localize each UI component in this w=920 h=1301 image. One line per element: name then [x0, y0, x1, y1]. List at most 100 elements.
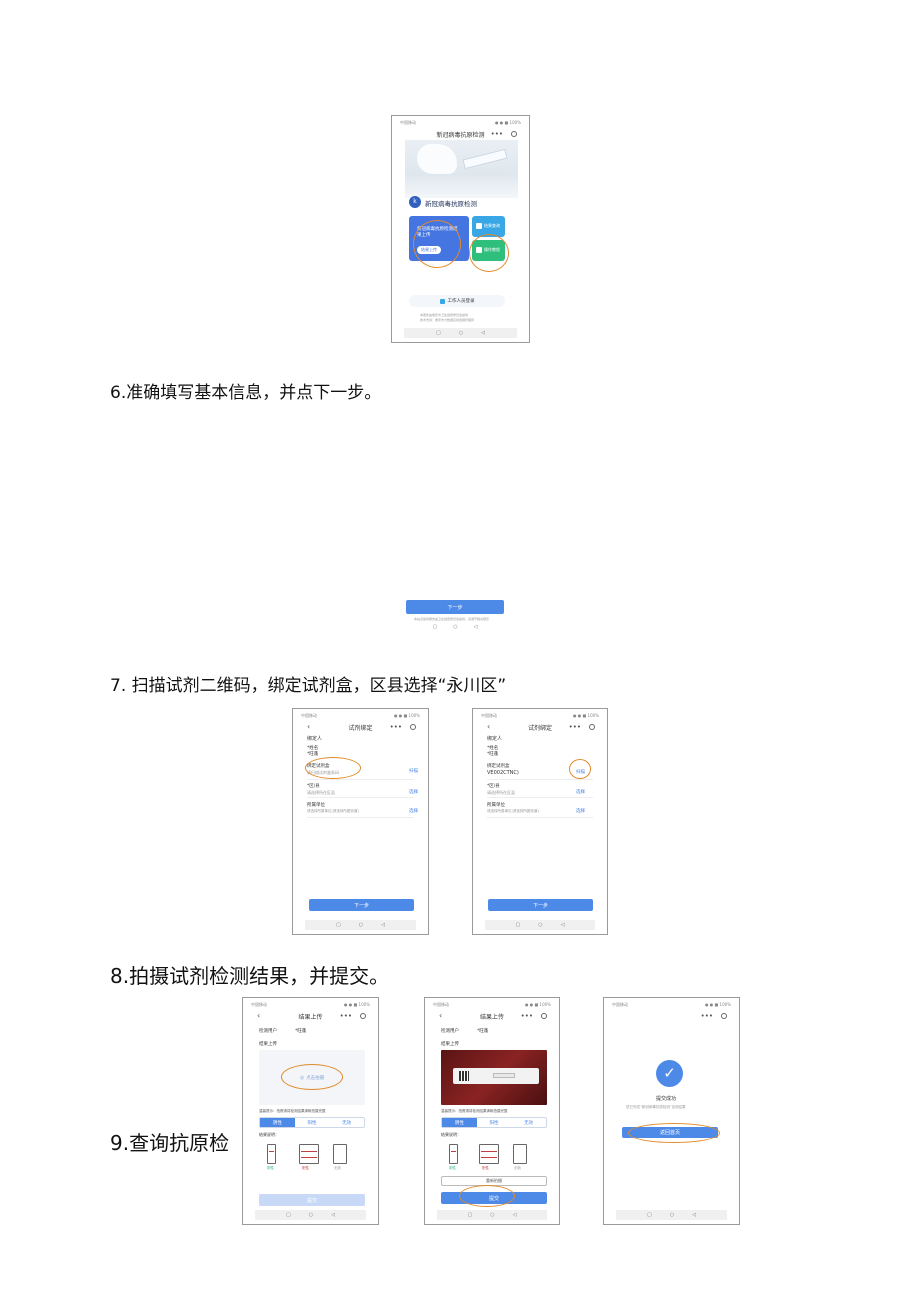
close-target-icon[interactable]	[410, 724, 416, 730]
status-right: ● ● ■ 100%	[524, 1002, 551, 1007]
close-target-icon[interactable]	[511, 131, 517, 137]
option-negative[interactable]: 阴性	[260, 1118, 295, 1127]
close-target-icon[interactable]	[721, 1013, 727, 1019]
option-positive[interactable]: 阳性	[307, 1120, 317, 1126]
option-invalid[interactable]: 无效	[342, 1120, 352, 1126]
unit-input[interactable]: 请选择所属单位(请选择所属街道)	[307, 809, 359, 813]
status-right: ● ● ■ 100%	[393, 713, 420, 718]
phone-screen-submit-success: 中国移动 ● ● ■ 100% ••• ✓ 提交成功 您已完成“新冠病毒抗原检测…	[603, 997, 740, 1225]
option-positive[interactable]: 阳性	[489, 1120, 499, 1126]
upload-label: 结果上传	[441, 1042, 459, 1047]
negative-sample-icon	[267, 1144, 276, 1164]
hint-text: 温馨提示：拍照请将检测结果清晰拍摄完整	[259, 1109, 326, 1113]
home-icon[interactable]: ○	[358, 922, 364, 928]
recent-apps-icon[interactable]: ▢	[515, 922, 521, 928]
kit-value[interactable]: VE002CTNC)	[487, 770, 519, 776]
query-card[interactable]: 结果查询	[472, 216, 505, 237]
status-right: ● ● ■ 100%	[572, 713, 599, 718]
staff-icon	[439, 298, 445, 304]
uploaded-photo[interactable]	[441, 1050, 547, 1105]
district-choose-button[interactable]: 选择	[409, 790, 418, 795]
invalid-sample-icon	[513, 1144, 527, 1164]
status-left: 中国移动	[433, 1002, 449, 1007]
district-label: *区/县	[307, 784, 320, 789]
back-icon[interactable]: ◁	[473, 624, 478, 630]
nav-bar: ‹ 结果上传 •••	[431, 1010, 553, 1022]
legend-positive: 阳性	[302, 1166, 309, 1170]
reference-label: 结果说明：	[259, 1132, 279, 1137]
home-icon[interactable]: ○	[458, 330, 464, 336]
more-icon[interactable]: •••	[389, 723, 402, 731]
legend-negative: 阴性	[267, 1166, 274, 1170]
user-label: 检测用户	[441, 1029, 459, 1034]
unit-input[interactable]: 请选择所属单位(请选择所属街道)	[487, 809, 539, 813]
close-target-icon[interactable]	[360, 1013, 366, 1019]
home-icon[interactable]: ○	[490, 1212, 495, 1218]
divider	[487, 797, 593, 798]
home-icon[interactable]: ○	[538, 922, 543, 928]
positive-sample-icon	[299, 1144, 319, 1164]
status-left: 中国移动	[400, 120, 416, 125]
query-icon	[476, 223, 482, 229]
back-icon[interactable]: ◁	[381, 922, 385, 928]
more-icon[interactable]: •••	[700, 1012, 713, 1020]
more-icon[interactable]: •••	[520, 1012, 533, 1020]
more-icon[interactable]: •••	[568, 723, 581, 731]
annotation-circle	[459, 1185, 515, 1207]
step-heading-9: 9.查询抗原检	[110, 1131, 230, 1155]
recent-apps-icon[interactable]: ▢	[647, 1212, 652, 1218]
home-icon[interactable]: ○	[453, 624, 458, 630]
option-negative[interactable]: 阴性	[442, 1118, 477, 1127]
back-icon[interactable]: ‹	[257, 1011, 261, 1020]
next-button[interactable]: 下一步	[406, 600, 504, 614]
back-icon[interactable]: ‹	[307, 722, 311, 731]
legend-positive: 阳性	[482, 1166, 489, 1170]
recent-apps-icon[interactable]: ▢	[467, 1212, 473, 1218]
more-icon[interactable]: •••	[339, 1012, 352, 1020]
user-value: *旺蓬	[477, 1029, 489, 1034]
hand-shape	[417, 144, 457, 174]
next-button[interactable]: 下一步	[488, 899, 593, 911]
upload-card-text: 新冠病毒抗原检测结果上传	[417, 227, 458, 238]
upload-card-button[interactable]: 结果上传	[417, 246, 441, 254]
back-icon[interactable]: ◁	[692, 1212, 696, 1218]
submit-button-disabled[interactable]: 提交	[259, 1194, 365, 1206]
back-icon[interactable]: ◁	[481, 330, 485, 336]
district-input[interactable]: 请选择所在区县	[487, 790, 515, 795]
unit-choose-button[interactable]: 选择	[576, 809, 585, 814]
phone-screen-kit-bound: 中国移动 ● ● ■ 100% ‹ 试剂绑定 ••• 绑定人 *姓名 *旺蓬 绑…	[472, 708, 608, 935]
district-input[interactable]: 请选择所在区县	[307, 790, 335, 795]
phone-screen-result-upload-filled: 中国移动 ● ● ■ 100% ‹ 结果上传 ••• 检测用户 *旺蓬 结果上传…	[424, 997, 560, 1225]
banner-image	[405, 140, 518, 198]
name-value: *旺蓬	[487, 752, 499, 757]
back-icon[interactable]: ‹	[439, 1011, 443, 1020]
home-icon[interactable]: ○	[669, 1212, 675, 1218]
close-target-icon[interactable]	[589, 724, 595, 730]
divider	[487, 817, 593, 818]
divider	[307, 779, 414, 780]
status-bar: 中国移动 ● ● ■ 100%	[251, 1002, 370, 1008]
option-invalid[interactable]: 无效	[524, 1120, 534, 1126]
status-left: 中国移动	[612, 1002, 628, 1007]
close-target-icon[interactable]	[541, 1013, 547, 1019]
scan-button[interactable]: 扫描	[409, 769, 418, 774]
next-button[interactable]: 下一步	[309, 899, 414, 911]
status-bar: 中国移动 ● ● ■ 100%	[481, 713, 599, 719]
back-icon[interactable]: ◁	[512, 1212, 517, 1218]
back-icon[interactable]: ◁	[331, 1212, 335, 1218]
footer-text: 技术支持：重庆市大数据应用发展管理局	[420, 318, 475, 322]
nav-bar: 新冠病毒抗原检测 •••	[398, 128, 523, 140]
success-check-icon: ✓	[656, 1060, 683, 1087]
recent-apps-icon[interactable]: ▢	[336, 922, 341, 928]
upload-card[interactable]: 新冠病毒抗原检测结果上传 结果上传	[409, 216, 469, 261]
recent-apps-icon[interactable]: ▢	[432, 624, 438, 630]
back-icon[interactable]: ◁	[560, 922, 565, 928]
home-icon[interactable]: ○	[308, 1212, 314, 1218]
district-choose-button[interactable]: 选择	[576, 790, 585, 795]
back-icon[interactable]: ‹	[487, 722, 491, 731]
staff-login-link[interactable]: 工作人员登录	[409, 295, 505, 307]
more-icon[interactable]: •••	[490, 130, 503, 138]
recent-apps-icon[interactable]: ▢	[286, 1212, 291, 1218]
unit-choose-button[interactable]: 选择	[409, 809, 418, 814]
recent-apps-icon[interactable]: ▢	[436, 330, 441, 336]
